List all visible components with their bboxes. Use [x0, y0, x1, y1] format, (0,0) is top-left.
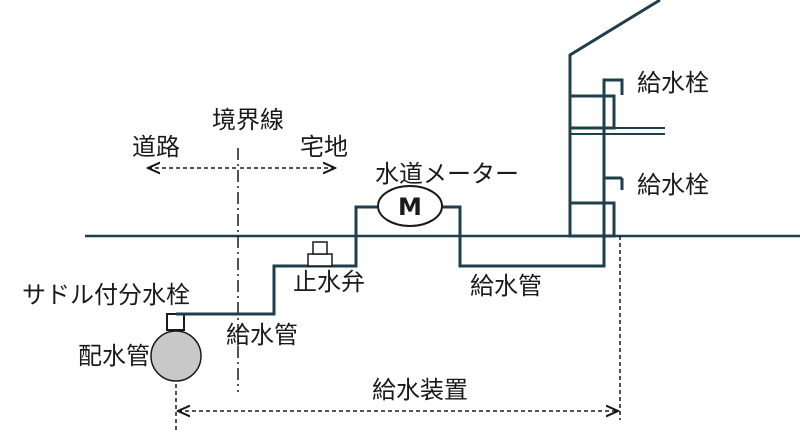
house-outline — [568, 0, 661, 236]
water-meter — [377, 185, 443, 227]
road-label: 道路 — [132, 133, 180, 161]
stop-valve-handle — [312, 241, 328, 255]
faucet-box-lower — [568, 201, 616, 238]
water-meter-label: 水道メーター — [375, 160, 519, 188]
residential-label: 宅地 — [300, 133, 348, 161]
supply-equipment-label: 給水装置 — [372, 376, 468, 404]
supply-pipe — [176, 205, 378, 316]
stop-valve-body — [307, 253, 333, 267]
meter-symbol: M — [398, 193, 422, 221]
supply-pipe-after-meter — [442, 78, 624, 268]
saddle-tap-label: サドル付分水栓 — [22, 281, 190, 309]
supply-pipe-right-label: 給水管 — [470, 272, 542, 300]
distribution-main-label: 配水管 — [78, 342, 150, 370]
stop-valve-label: 止水弁 — [293, 268, 365, 296]
faucet-lower-label: 給水栓 — [637, 171, 709, 199]
faucet-box-upper — [568, 94, 616, 130]
faucet-upper-label: 給水栓 — [637, 69, 709, 97]
distribution-main — [150, 330, 202, 382]
saddle-tap — [166, 313, 185, 331]
boundary-label: 境界線 — [212, 106, 284, 134]
supply-pipe-left-label: 給水管 — [226, 321, 298, 349]
